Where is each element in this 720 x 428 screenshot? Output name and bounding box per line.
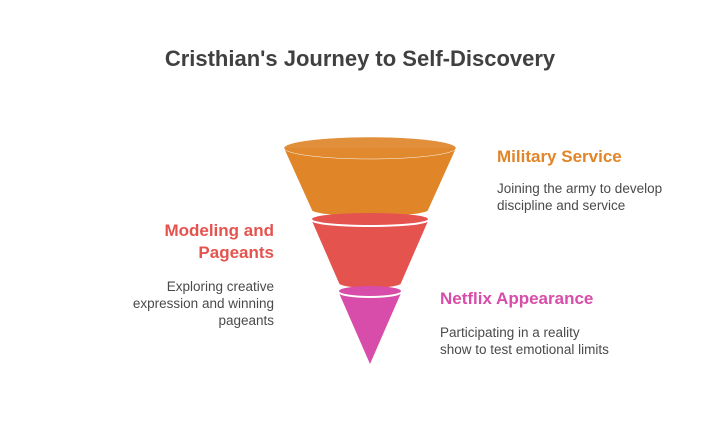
funnel-diagram [283, 136, 457, 364]
funnel-top-rim [283, 136, 457, 160]
stage-label: Modeling and Pageants [164, 221, 274, 262]
stage-label: Military Service [497, 147, 622, 166]
stage-description: Exploring creative expression and winnin… [132, 279, 274, 328]
funnel-rim-netflix [339, 286, 401, 296]
funnel-section-netflix [339, 293, 401, 364]
funnel-section-military [284, 148, 456, 216]
stage-description: Joining the army to develop discipline a… [497, 181, 663, 213]
stage-label: Netflix Appearance [440, 289, 594, 308]
stage-description: Participating in a reality show to test … [440, 325, 609, 357]
diagram-title: Cristhian's Journey to Self-Discovery [164, 46, 556, 71]
funnel-section-modeling [312, 221, 428, 288]
funnel-rim-modeling [312, 213, 428, 225]
